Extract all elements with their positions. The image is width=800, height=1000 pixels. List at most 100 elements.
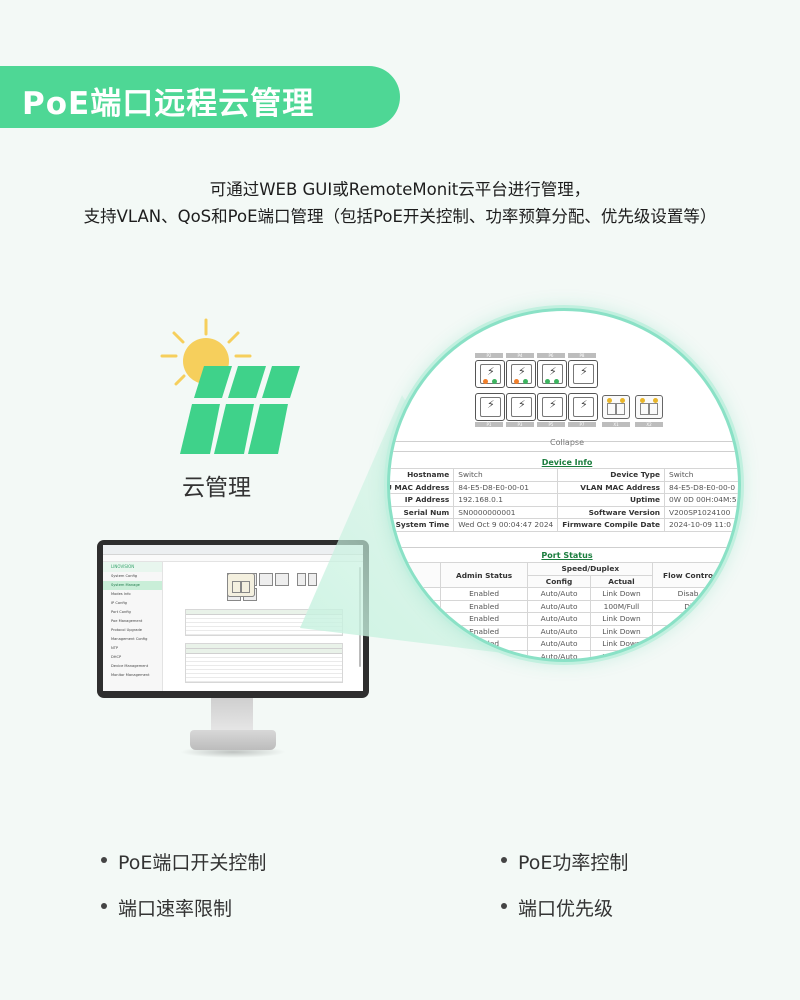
mini-menu-item[interactable]: DHCP	[111, 655, 122, 659]
page-title: PoE端口远程云管理	[22, 86, 315, 122]
feature-item: PoE端口开关控制	[100, 848, 266, 875]
port-label: X1	[602, 422, 630, 427]
poe-port-p4[interactable]: ⚡	[506, 360, 536, 388]
info-key: Software Version	[557, 505, 666, 519]
monitor-screen: LINOVISION System Config System Manage M…	[103, 545, 363, 691]
info-value: SN0000000001	[453, 505, 559, 519]
port-label: P7	[568, 422, 596, 427]
table-row: rent System Time Wed Oct 9 00:04:47 2024…	[390, 518, 738, 532]
info-key: CPU MAC Address	[390, 480, 455, 494]
table-header-row: Config Actual	[390, 574, 724, 588]
mini-port-panel	[227, 573, 317, 605]
port-column-header	[390, 562, 441, 588]
sfp-port-x1[interactable]	[602, 395, 630, 419]
poe-bolt-icon: ⚡	[487, 365, 495, 378]
subtitle-line-1: 可通过WEB GUI或RemoteMonit云平台进行管理，	[209, 180, 591, 199]
port-label: X2	[635, 422, 663, 427]
config-cell: Auto/Auto	[527, 637, 591, 651]
poe-port-p8[interactable]: ⚡	[568, 360, 598, 388]
poe-bolt-icon: ⚡	[518, 398, 526, 411]
mini-menu-item[interactable]: Management Config	[111, 637, 148, 641]
info-value: Switch	[664, 468, 738, 482]
flow-cell	[652, 624, 724, 638]
divider	[390, 547, 738, 548]
mini-sidebar: LINOVISION System Config System Manage M…	[103, 562, 163, 691]
poe-bolt-icon: ⚡	[487, 398, 495, 411]
mini-menu-item[interactable]: Port Config	[111, 610, 131, 614]
info-key: Device Type	[557, 468, 666, 482]
port-status-table: Admin Status Speed/Duplex Flow Contro Co…	[390, 562, 724, 659]
zoom-magnifier: P2 P4 P6 P8 ⚡ ⚡ ⚡ ⚡ ⚡ ⚡ ⚡ ⚡ P1 P3 P5 P7 …	[387, 308, 741, 662]
poe-port-p1[interactable]: ⚡	[475, 393, 505, 421]
actual-cell: Link Down	[589, 612, 654, 626]
mini-menu-item[interactable]: Monitor Management	[111, 673, 150, 677]
info-key: Hostname	[390, 468, 455, 482]
device-info-title[interactable]: Device Info	[541, 458, 593, 467]
mini-menu-item[interactable]: Protocol Upgrade	[111, 628, 142, 632]
subtitle-line-2: 支持VLAN、QoS和PoE端口管理（包括PoE开关控制、功率预算分配、优先级设…	[83, 207, 717, 226]
mini-device-info-table	[185, 609, 343, 636]
device-info-table: Hostname Switch Device Type Switch CPU M…	[390, 468, 738, 532]
port-cell	[390, 649, 441, 659]
info-key: Serial Num	[390, 505, 455, 519]
poe-port-p3[interactable]: ⚡	[506, 393, 536, 421]
table-row: Enabled Auto/Auto Link Down	[390, 612, 724, 626]
actual-header: Actual	[589, 574, 654, 588]
feature-item: 端口优先级	[500, 894, 613, 921]
info-value: 192.168.0.1	[453, 493, 559, 507]
divider	[390, 451, 738, 452]
table-row: Serial Num SN0000000001 Software Version…	[390, 505, 738, 519]
feature-item: PoE功率控制	[500, 848, 628, 875]
poe-port-p2[interactable]: ⚡	[475, 360, 505, 388]
table-row: Hostname Switch Device Type Switch	[390, 468, 738, 482]
monitor-stand	[211, 698, 253, 734]
admin-cell: Enabled	[439, 637, 529, 651]
poe-port-p7[interactable]: ⚡	[568, 393, 598, 421]
actual-cell: Link Down	[589, 587, 654, 601]
mini-menu-item[interactable]: IP Config	[111, 601, 127, 605]
mini-menu-item[interactable]: System Config	[111, 574, 138, 578]
poe-bolt-icon: ⚡	[549, 398, 557, 411]
port-cell	[390, 612, 441, 626]
collapse-button[interactable]: Collapse	[550, 438, 584, 447]
port-label: P6	[537, 353, 565, 358]
mini-menu-item[interactable]: Modes Info	[111, 592, 131, 596]
info-value: 2024-10-09 11:0	[664, 518, 738, 532]
poe-bolt-icon: ⚡	[549, 365, 557, 378]
port-cell	[390, 637, 441, 651]
port-status-title[interactable]: Port Status	[541, 551, 593, 560]
mini-browser-tab	[103, 545, 363, 555]
table-row: Enabled Auto/Auto Link Down	[390, 637, 724, 651]
table-row: Enabled Auto/Auto 100M/Full Di	[390, 599, 724, 613]
flow-cell: Di	[652, 599, 724, 613]
table-row: Auto/Auto Link Down	[390, 649, 724, 659]
divider	[390, 441, 738, 442]
mini-menu-item[interactable]: NTP	[111, 646, 119, 650]
mini-menu-item[interactable]: Device Management	[111, 664, 149, 668]
info-value: 84-E5-D8-E0-00-0	[664, 480, 738, 494]
info-value: 84-E5-D8-E0-00-01	[453, 480, 559, 494]
actual-cell: Link Down	[589, 624, 654, 638]
poe-port-p5[interactable]: ⚡	[537, 393, 567, 421]
flow-cell: Disab	[652, 587, 724, 601]
port-cell	[390, 587, 441, 601]
poe-port-p6[interactable]: ⚡	[537, 360, 567, 388]
port-label: P8	[568, 353, 596, 358]
mini-menu-item[interactable]: Poe Management	[111, 619, 143, 623]
sfp-port-x2[interactable]	[635, 395, 663, 419]
actual-cell: Link Down	[589, 649, 654, 659]
poe-bolt-icon: ⚡	[518, 365, 526, 378]
config-cell: Auto/Auto	[527, 599, 591, 613]
mini-menu-item[interactable]: System Manage	[103, 581, 162, 590]
info-value: Wed Oct 9 00:04:47 2024	[453, 518, 559, 532]
info-key: Firmware Compile Date	[557, 518, 666, 532]
speed-duplex-header: Speed/Duplex	[527, 562, 654, 576]
port-label: P3	[506, 422, 534, 427]
config-cell: Auto/Auto	[527, 587, 591, 601]
poe-bolt-icon: ⚡	[580, 398, 588, 411]
solar-sun-icon	[158, 316, 308, 466]
info-key: VLAN MAC Address	[557, 480, 666, 494]
title-banner: PoE端口远程云管理	[0, 66, 400, 128]
admin-cell: Enabled	[439, 599, 529, 613]
info-key: rent System Time	[390, 518, 455, 532]
